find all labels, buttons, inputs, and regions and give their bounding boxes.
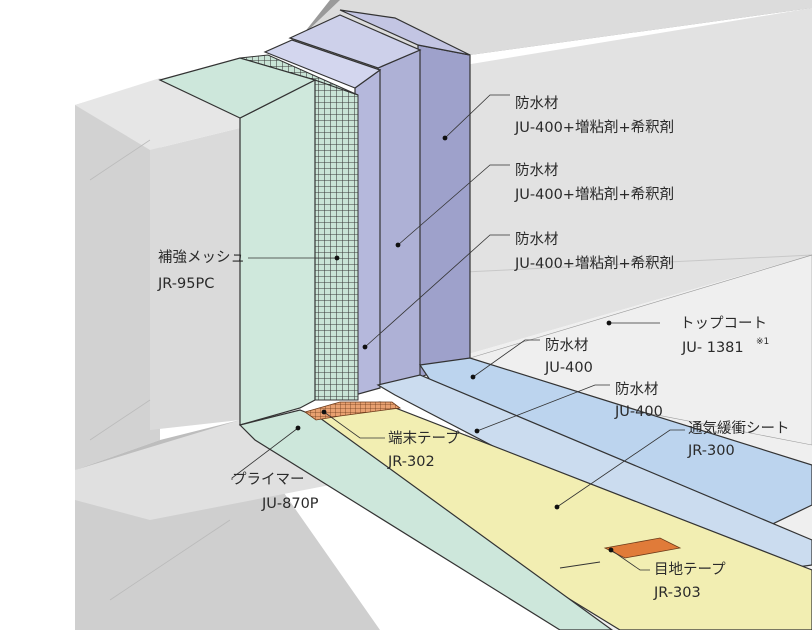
wall-reinforcement-mesh <box>314 79 359 401</box>
leader-dot-waterproof-3 <box>362 344 368 350</box>
wall-waterproof-layer-2-top <box>288 14 422 69</box>
leader-waterproof-1 <box>444 94 510 139</box>
label-waterproof-5-code: JU-400 <box>614 404 663 420</box>
wall-primer-top <box>158 57 317 119</box>
concrete-front-wall-top <box>75 78 240 150</box>
label-primer-name: プライマー <box>232 471 305 488</box>
floor-layers <box>238 254 812 630</box>
leader-dot-waterproof-5 <box>474 428 480 434</box>
leader-dot-mesh <box>334 255 340 261</box>
leader-end-tape <box>323 411 385 439</box>
concrete-front-wall-side <box>75 80 160 470</box>
concrete-crack-3 <box>109 519 231 601</box>
leader-dot-waterproof-2 <box>395 242 401 248</box>
floor-primer <box>238 409 614 630</box>
label-waterproof-1-name: 防水材 <box>515 95 559 112</box>
leader-waterproof-3 <box>364 234 510 348</box>
concrete-back-wall-groove <box>464 254 812 273</box>
label-joint-tape-code: JR-303 <box>653 585 701 601</box>
wall-layers <box>158 9 471 426</box>
label-waterproof-5-name: 防水材 <box>615 381 659 398</box>
label-waterproof-4-code: JU-400 <box>544 360 593 376</box>
label-waterproof-3-name: 防水材 <box>515 231 559 248</box>
label-topcoat-name: トップコート <box>680 315 767 332</box>
label-joint-tape-name: 目地テープ <box>654 561 726 578</box>
wall-waterproof-layer-2 <box>377 49 421 386</box>
label-primer-code: JU-870P <box>261 496 319 512</box>
label-waterproof-2-name: 防水材 <box>515 162 559 179</box>
wall-primer-layer <box>239 79 316 426</box>
callouts <box>231 94 685 571</box>
joint-line <box>559 561 601 569</box>
leader-dot-primer <box>295 425 301 431</box>
wall-waterproof-layer-1-top <box>263 39 382 89</box>
label-end-tape-name: 端末テープ <box>388 430 460 447</box>
label-mesh-code: JR-95PC <box>157 276 214 292</box>
wall-waterproof-layer-3-top <box>339 9 471 56</box>
concrete-front-wall-face <box>150 128 240 430</box>
concrete-crack-1 <box>89 139 151 181</box>
wall-waterproof-layer-1 <box>354 68 381 396</box>
leader-primer <box>231 427 299 480</box>
leader-dot-end-tape <box>321 409 327 415</box>
wall-waterproof-layer-3 <box>417 44 471 379</box>
label-topcoat-code: JU- 1381 <box>681 340 744 356</box>
label-waterproof-3-code: JU-400+増粘剤+希釈剤 <box>514 255 674 272</box>
leader-waterproof-2 <box>397 164 510 246</box>
labels: 防水材 JU-400+増粘剤+希釈剤 防水材 JU-400+増粘剤+希釈剤 防水… <box>157 95 790 601</box>
label-vent-sheet-name: 通気緩衝シート <box>688 420 790 437</box>
leader-dot-waterproof-1 <box>442 135 448 141</box>
label-vent-sheet-code: JR-300 <box>687 443 735 459</box>
leader-dot-vent-sheet <box>554 504 560 510</box>
label-mesh-name: 補強メッシュ <box>158 249 245 266</box>
leader-vent-sheet <box>556 429 685 508</box>
concrete-crack-2 <box>89 399 151 441</box>
leader-dot-joint-tape <box>608 547 614 553</box>
label-waterproof-4-name: 防水材 <box>545 337 589 354</box>
label-end-tape-code: JR-302 <box>387 454 435 470</box>
leader-joint-tape <box>610 549 650 571</box>
label-topcoat-note: ※1 <box>756 337 769 347</box>
leader-waterproof-4 <box>472 339 540 378</box>
floor-waterproof-middle <box>376 374 812 576</box>
leader-waterproof-5 <box>476 384 610 432</box>
label-waterproof-2-code: JU-400+増粘剤+希釈剤 <box>514 186 674 203</box>
leader-dot-topcoat <box>606 320 612 326</box>
label-waterproof-1-code: JU-400+増粘剤+希釈剤 <box>514 119 674 136</box>
leader-dot-waterproof-4 <box>470 374 476 380</box>
